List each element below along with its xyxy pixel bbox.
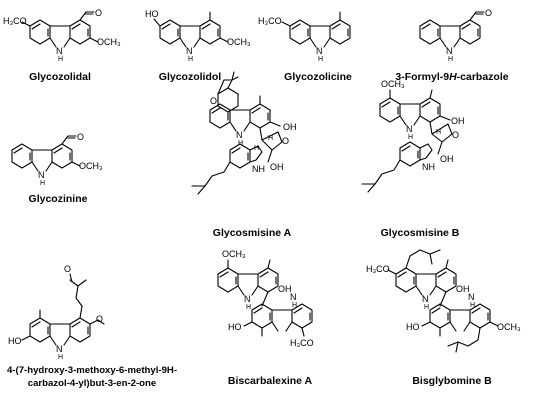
- caption-butenone-line1: 4-(7-hydroxy-3-methoxy-6-methyl-9H-: [7, 365, 177, 376]
- label-h-stereo: H: [436, 129, 441, 136]
- label-nh-top: N: [244, 294, 251, 304]
- label-h-bottom: H: [470, 302, 475, 309]
- label-h: H: [448, 56, 453, 63]
- label-ho: HO: [145, 9, 159, 19]
- structure-glycozolidol: HO OCH₃ N H Glycozolidol: [145, 9, 251, 83]
- label-nh-bottom: N: [290, 292, 297, 302]
- label-h-bottom: H: [292, 302, 297, 309]
- label-ome: O: [96, 314, 103, 324]
- label-h-stereo1: H: [268, 135, 273, 142]
- label-oh2: OH: [270, 162, 284, 172]
- label-och3-top: OCH₃: [222, 249, 246, 259]
- label-oh: OH: [283, 122, 297, 132]
- label-nh: N: [186, 46, 193, 56]
- caption-glycozinine: Glycozinine: [29, 193, 88, 205]
- label-oh: OH: [451, 116, 465, 126]
- label-h3co: H₃CO: [258, 16, 282, 26]
- label-oh2: OH: [440, 154, 454, 164]
- label-och3: OCH₃: [381, 79, 405, 89]
- caption-3-formyl-9h-carbazole: 3-Formyl-9H-carbazole: [395, 71, 508, 83]
- label-ho: HO: [406, 322, 420, 332]
- structure-biscarbalexine-a: OCH₃ OH N H HO N H H₃CO Biscarbalexine A: [217, 249, 314, 387]
- label-ring-o: O: [210, 96, 217, 106]
- label-epoxide-o: O: [452, 130, 459, 140]
- structure-glycozolicine: H₃CO N H Glycozolicine: [258, 11, 352, 83]
- label-ho: HO: [8, 336, 22, 346]
- label-och3: OCH₃: [227, 37, 251, 47]
- caption-bisglybomine-b: Bisglybomine B: [412, 375, 492, 387]
- label-h1: H: [238, 140, 243, 147]
- caption-glycosmisine-b: Glycosmisine B: [381, 227, 460, 239]
- label-nh: N: [56, 46, 63, 56]
- label-ho-bottom: HO: [228, 322, 242, 332]
- label-h-top: H: [424, 304, 429, 311]
- structure-butenone-carbazole: O HO O N H 4-(7-hydroxy-3-methoxy-6-meth…: [7, 264, 177, 389]
- label-nh: N: [38, 170, 45, 180]
- label-nh: N: [446, 46, 453, 56]
- label-h: H: [58, 354, 63, 361]
- label-h3co: H₃CO: [366, 264, 390, 274]
- structure-bisglybomine-b: H₃CO OH N H HO N H OCH₃ Bisglybomine B: [366, 249, 521, 387]
- structure-glycozinine: O OCH₃ N H Glycozinine: [11, 132, 103, 205]
- label-nh2: NH: [252, 164, 265, 174]
- label-aldehyde-o: O: [485, 8, 492, 18]
- label-h1: H: [408, 134, 413, 141]
- label-h-top: H: [246, 304, 251, 311]
- label-nh: N: [56, 344, 63, 354]
- label-h-stereo2: H: [254, 145, 259, 152]
- label-nh-bottom: N: [468, 292, 475, 302]
- label-h3co: H₃CO: [3, 16, 27, 26]
- label-ketone-o: O: [64, 264, 71, 274]
- label-nh1: N: [406, 124, 413, 134]
- caption-glycozolidol: Glycozolidol: [159, 71, 222, 83]
- label-och3: OCH₃: [497, 322, 521, 332]
- caption-glycosmisine-a: Glycosmisine A: [213, 227, 292, 239]
- label-aldehyde-o: O: [95, 8, 102, 18]
- caption-butenone-line2: carbazol-4-yl)but-3-en-2-one: [28, 378, 156, 389]
- label-h: H: [188, 56, 193, 63]
- caption-biscarbalexine-a: Biscarbalexine A: [228, 375, 313, 387]
- structure-glycozolidal: H₃CO O OCH₃ N H Glycozolidal: [3, 8, 121, 83]
- structure-glycosmisine-a: O OH N H O OH NH H H Glycosmisine A: [191, 71, 297, 239]
- structure-3-formyl-9h-carbazole: O N H 3-Formyl-9H-carbazole: [395, 8, 508, 83]
- label-h3co-bottom: H₃CO: [290, 338, 314, 348]
- label-oh-top: OH: [278, 284, 292, 294]
- label-epoxide-o: O: [282, 136, 289, 146]
- label-nh-top: N: [422, 294, 429, 304]
- caption-glycozolidal: Glycozolidal: [29, 71, 91, 83]
- label-oh-top: OH: [456, 284, 470, 294]
- label-nh: N: [316, 46, 323, 56]
- label-nh2: NH: [422, 162, 435, 172]
- label-nh1: N: [236, 130, 243, 140]
- label-h: H: [318, 56, 323, 63]
- caption-glycozolicine: Glycozolicine: [284, 71, 352, 83]
- label-h: H: [58, 56, 63, 63]
- label-h: H: [40, 180, 45, 187]
- structure-glycosmisine-b: OCH₃ OH N H O OH NH H Glycosmisine B: [361, 79, 465, 239]
- label-och3: OCH₃: [79, 161, 103, 171]
- label-aldehyde-o: O: [77, 132, 84, 142]
- label-och3: OCH₃: [97, 37, 121, 47]
